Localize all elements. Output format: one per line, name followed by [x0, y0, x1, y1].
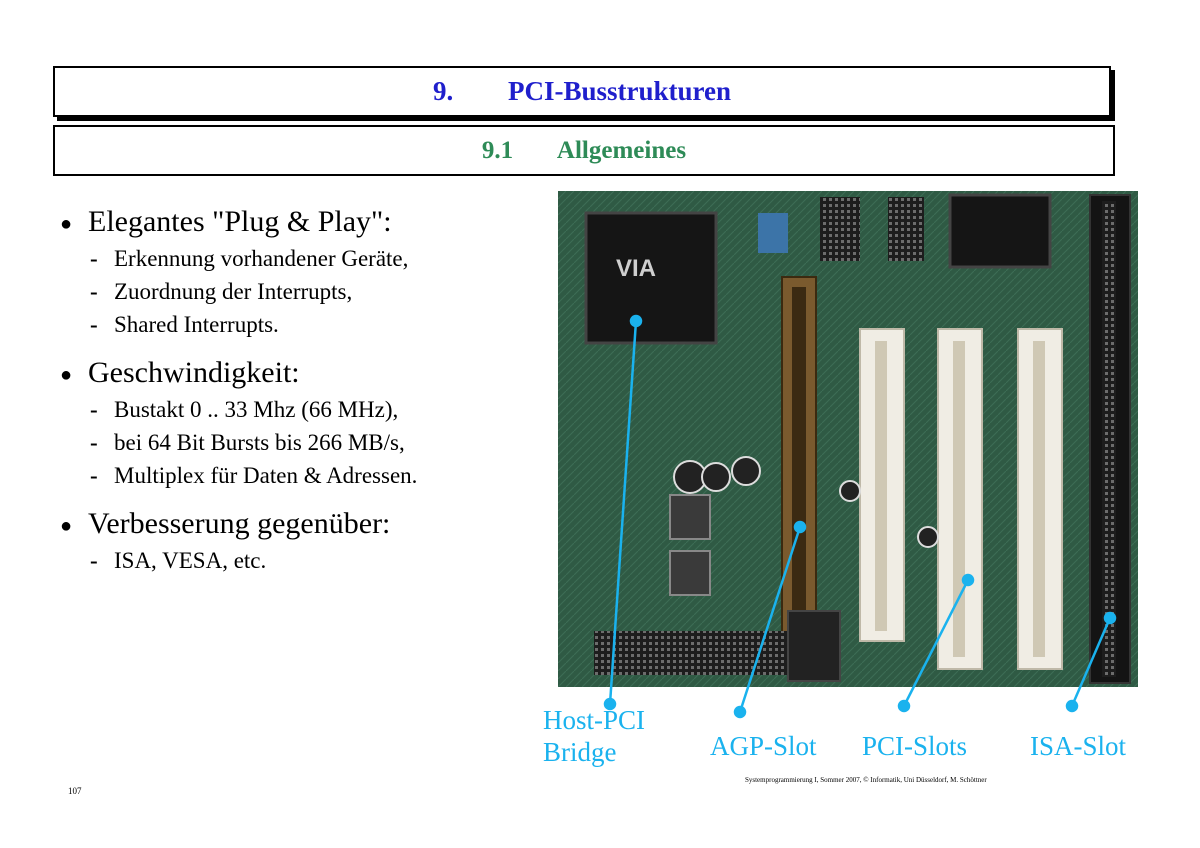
sub-item-text: Erkennung vorhandener Geräte, — [114, 246, 409, 272]
host-pci-chip — [584, 211, 718, 345]
chapter-header: 9. PCI-Busstrukturen — [53, 66, 1111, 117]
bullet-group: ●Geschwindigkeit: -Bustakt 0 .. 33 Mhz (… — [60, 355, 540, 492]
sub-item: -bei 64 Bit Bursts bis 266 MB/s, — [60, 426, 540, 459]
bullet-item: ● Elegantes "Plug & Play": — [60, 204, 540, 242]
bullet-title: Elegantes "Plug & Play": — [88, 205, 392, 238]
bullet-dot-icon: ● — [60, 364, 73, 387]
chapter-number: 9. — [432, 76, 454, 106]
dash-icon: - — [90, 430, 98, 456]
bullet-title: Verbesserung gegenüber: — [88, 507, 391, 541]
bullet-dot-icon: ● — [60, 515, 73, 538]
callout-line-isa — [1070, 617, 1112, 707]
dash-icon: - — [90, 548, 98, 574]
sub-item: -Shared Interrupts. — [60, 308, 540, 341]
sub-item: -Erkennung vorhandener Geräte, — [60, 242, 540, 275]
chapter-title: PCI-Busstrukturen — [507, 76, 732, 106]
dash-icon: - — [90, 397, 98, 423]
bullet-item: ● Verbesserung gegenüber: — [60, 506, 540, 544]
section-title: Allgemeines — [556, 136, 687, 164]
page-number: 107 — [68, 786, 82, 796]
motherboard-illustration: VIA — [558, 191, 1138, 687]
label-host-pci-line2: Bridge — [543, 737, 617, 767]
bullet-dot-icon: ● — [60, 213, 73, 236]
callout-line-host-pci — [608, 320, 638, 705]
sub-item: -Zuordnung der Interrupts, — [60, 275, 540, 308]
sub-item-text: Multiplex für Daten & Adressen. — [114, 463, 418, 489]
sub-item: -ISA, VESA, etc. — [60, 544, 540, 577]
sub-item-text: Bustakt 0 .. 33 Mhz (66 MHz), — [114, 397, 399, 423]
dash-icon: - — [90, 463, 98, 489]
footer-credit: Systemprogrammierung I, Sommer 2007, © I… — [745, 776, 987, 784]
bullet-list: ●Elegantes "Plug & Play": -Erkennung vor… — [60, 204, 540, 591]
chip-logo: VIA — [616, 255, 656, 282]
sub-item-text: ISA, VESA, etc. — [114, 548, 267, 574]
dash-icon: - — [90, 279, 98, 305]
sub-item-text: Shared Interrupts. — [114, 312, 279, 338]
sub-item-text: Zuordnung der Interrupts, — [114, 279, 353, 305]
bullet-group: ● Verbesserung gegenüber: -ISA, VESA, etc… — [60, 506, 540, 577]
section-number: 9.1 — [481, 136, 514, 164]
label-pci-slots: PCI-Slots — [862, 731, 968, 761]
sub-item-text: bei 64 Bit Bursts bis 266 MB/s, — [114, 430, 405, 456]
bullet-group: ●Elegantes "Plug & Play": -Erkennung vor… — [60, 204, 540, 341]
callout-line-pci — [902, 579, 970, 707]
label-host-pci-bridge: Host-PCI Bridge — [543, 704, 645, 768]
bullet-title: Geschwindigkeit: — [88, 356, 300, 390]
sub-item: -Multiplex für Daten & Adressen. — [60, 459, 540, 492]
dash-icon: - — [90, 312, 98, 338]
section-header: 9.1 Allgemeines — [53, 125, 1115, 176]
bullet-item: ● Geschwindigkeit: — [60, 355, 540, 393]
sub-item: -Bustakt 0 .. 33 Mhz (66 MHz), — [60, 393, 540, 426]
motherboard-photo: VIA — [558, 191, 1138, 687]
label-host-pci-line1: Host-PCI — [543, 705, 646, 735]
callout-line-agp — [738, 526, 802, 713]
label-isa-slot: ISA-Slot — [1030, 731, 1127, 761]
dash-icon: - — [90, 246, 98, 272]
label-agp-slot: AGP-Slot — [710, 731, 817, 761]
